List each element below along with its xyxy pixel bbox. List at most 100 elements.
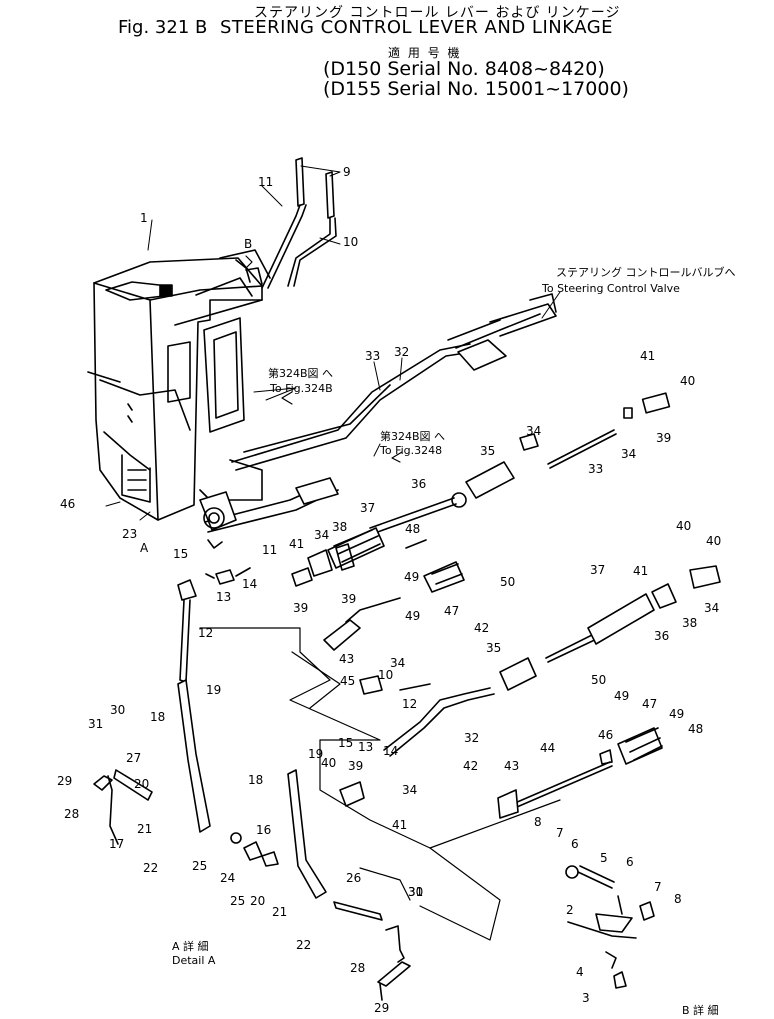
upper-linkage-rods bbox=[231, 293, 557, 471]
callout-fig324-jp-a: 第324B図 へ bbox=[268, 366, 333, 380]
part-number-label: 19 bbox=[308, 747, 323, 761]
part-number-label: 34 bbox=[621, 447, 636, 461]
part-number-label: 27 bbox=[126, 751, 141, 765]
part-number-label: 16 bbox=[256, 823, 271, 837]
part-number-label: 15 bbox=[338, 736, 353, 750]
part-number-label: 24 bbox=[220, 871, 235, 885]
part-number-label: 22 bbox=[296, 938, 311, 952]
part-number-label: 19 bbox=[206, 683, 221, 697]
part-number-label: 46 bbox=[598, 728, 613, 742]
part-number-label: 28 bbox=[64, 807, 79, 821]
part-number-label: 39 bbox=[656, 431, 671, 445]
callout-to-valve-en: To Steering Control Valve bbox=[541, 282, 680, 295]
part-number-label: 35 bbox=[486, 641, 501, 655]
part-number-label: 38 bbox=[332, 520, 347, 534]
part-number-label: 36 bbox=[654, 629, 669, 643]
part-number-label: 39 bbox=[348, 759, 363, 773]
direction-arrows bbox=[245, 255, 403, 463]
part-number-label: 30 bbox=[408, 885, 423, 899]
serial-line-d150: (D150 Serial No. 8408~8420) bbox=[323, 58, 605, 80]
part-number-label: 20 bbox=[134, 777, 149, 791]
part-number-label: 47 bbox=[444, 604, 459, 618]
part-number-label: 11 bbox=[258, 175, 273, 189]
part-number-label: 43 bbox=[504, 759, 519, 773]
part-number-label: 17 bbox=[109, 837, 124, 851]
part-number-label: 13 bbox=[358, 740, 373, 754]
part-number-label: 43 bbox=[339, 652, 354, 666]
part-number-label: 7 bbox=[654, 880, 662, 894]
part-number-label: 35 bbox=[480, 444, 495, 458]
serial-line-d155: (D155 Serial No. 15001~17000) bbox=[323, 78, 629, 100]
part-number-label: 10 bbox=[378, 668, 393, 682]
part-number-label: 2 bbox=[566, 903, 574, 917]
part-number-label: 20 bbox=[250, 894, 265, 908]
japanese-title: ステアリング コントロール レバー および リンケージ bbox=[254, 5, 621, 21]
part-number-label: 22 bbox=[143, 861, 158, 875]
right-upper-parts bbox=[307, 392, 671, 593]
part-number-label: 25 bbox=[192, 859, 207, 873]
part-number-label: 38 bbox=[682, 616, 697, 630]
part-number-label: 37 bbox=[590, 563, 605, 577]
part-number-label: 40 bbox=[321, 756, 336, 770]
part-number-label: 34 bbox=[402, 783, 417, 797]
part-number-label: 49 bbox=[669, 707, 684, 721]
steering-levers bbox=[261, 157, 337, 289]
part-number-label: B bbox=[244, 237, 252, 251]
callout-to-valve-jp: ステアリング コントロールバルブへ bbox=[556, 265, 736, 279]
detail-a-assembly bbox=[93, 567, 313, 867]
part-number-label: 34 bbox=[314, 528, 329, 542]
part-number-label: 42 bbox=[474, 621, 489, 635]
middle-lever-assembly bbox=[287, 565, 721, 1001]
part-number-label: 5 bbox=[600, 851, 608, 865]
part-number-label: 48 bbox=[688, 722, 703, 736]
part-number-label: 6 bbox=[626, 855, 634, 869]
part-number-label: 29 bbox=[374, 1001, 389, 1015]
part-number-label: 9 bbox=[343, 165, 351, 179]
part-number-label: 46 bbox=[60, 497, 75, 511]
part-number-label: 41 bbox=[392, 818, 407, 832]
part-number-label: 40 bbox=[706, 534, 721, 548]
callout-fig324-en-a: To Fig.324B bbox=[269, 382, 333, 395]
part-number-label: 25 bbox=[230, 894, 245, 908]
part-number-label: 41 bbox=[640, 349, 655, 363]
part-number-label: 48 bbox=[405, 522, 420, 536]
part-number-label: 14 bbox=[383, 744, 398, 758]
detail-b-label-jp: B 詳 細 bbox=[682, 1003, 719, 1017]
part-number-label: 32 bbox=[394, 345, 409, 359]
part-number-label: 21 bbox=[137, 822, 152, 836]
part-number-label: 28 bbox=[350, 961, 365, 975]
callout-fig324-jp-b: 第324B図 へ bbox=[380, 429, 445, 443]
part-number-label: 18 bbox=[248, 773, 263, 787]
part-number-label: 34 bbox=[526, 424, 541, 438]
english-title: STEERING CONTROL LEVER AND LINKAGE bbox=[220, 17, 614, 38]
part-number-label: 50 bbox=[500, 575, 515, 589]
part-number-label: 1 bbox=[140, 211, 148, 225]
part-number-label: 13 bbox=[216, 590, 231, 604]
part-number-label: A bbox=[140, 541, 149, 555]
part-number-label: 21 bbox=[272, 905, 287, 919]
part-number-label: 49 bbox=[614, 689, 629, 703]
part-number-label: 32 bbox=[464, 731, 479, 745]
part-number-label: 34 bbox=[704, 601, 719, 615]
part-number-label: 26 bbox=[346, 871, 361, 885]
figure-number: Fig. 321 B bbox=[118, 17, 208, 38]
part-number-label: 3 bbox=[582, 991, 590, 1005]
part-number-label: 30 bbox=[110, 703, 125, 717]
part-number-label: 39 bbox=[341, 592, 356, 606]
part-number-label: 12 bbox=[198, 626, 213, 640]
part-number-label: 36 bbox=[411, 477, 426, 491]
lower-linkage-rods bbox=[199, 477, 339, 549]
part-number-label: 6 bbox=[571, 837, 579, 851]
part-number-label: 7 bbox=[556, 826, 564, 840]
part-number-label: 10 bbox=[343, 235, 358, 249]
part-number-label: 49 bbox=[405, 609, 420, 623]
part-number-label: 31 bbox=[88, 717, 103, 731]
part-number-label: 23 bbox=[122, 527, 137, 541]
part-number-label: 33 bbox=[588, 462, 603, 476]
section-outline bbox=[199, 627, 561, 941]
part-number-label: 18 bbox=[150, 710, 165, 724]
detail-b-assembly bbox=[497, 727, 663, 989]
detail-a-label-en: Detail A bbox=[172, 954, 216, 967]
